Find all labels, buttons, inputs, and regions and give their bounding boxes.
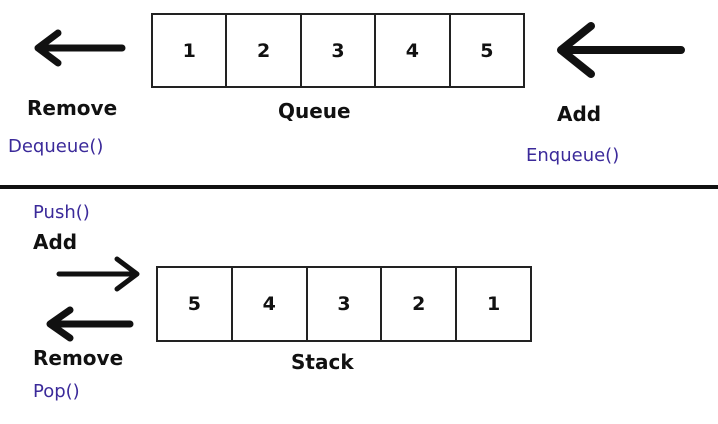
stack-pop-arrow-icon — [46, 306, 134, 342]
section-divider — [0, 185, 718, 189]
queue-add-arrow-icon — [557, 22, 685, 78]
queue-add-label: Add — [557, 102, 602, 126]
stack-cell: 5 — [158, 268, 233, 340]
queue-remove-label: Remove — [27, 96, 118, 120]
queue-cell: 4 — [376, 15, 451, 86]
queue-cell: 2 — [227, 15, 302, 86]
stack-title: Stack — [291, 350, 354, 374]
queue-cell: 1 — [153, 15, 228, 86]
queue-cell: 3 — [302, 15, 377, 86]
queue-remove-arrow-icon — [34, 29, 126, 67]
queue-enqueue-method: Enqueue() — [526, 145, 620, 166]
stack-push-arrow-icon — [56, 256, 140, 292]
queue-cell: 5 — [480, 39, 494, 62]
stack-push-method: Push() — [33, 202, 90, 223]
stack-cell: 3 — [308, 268, 383, 340]
stack-pop-method: Pop() — [33, 381, 80, 402]
stack-cell: 1 — [486, 293, 501, 315]
queue-title: Queue — [278, 99, 351, 123]
stack-add-label: Add — [33, 230, 78, 254]
stack-cell: 2 — [382, 268, 458, 340]
queue-dequeue-method: Dequeue() — [8, 136, 104, 157]
stack-cells: 5 4 3 2 1 — [156, 266, 532, 342]
stack-remove-label: Remove — [33, 346, 124, 370]
queue-cells: 1 2 3 4 5 — [151, 13, 525, 88]
stack-cell: 4 — [233, 268, 308, 340]
